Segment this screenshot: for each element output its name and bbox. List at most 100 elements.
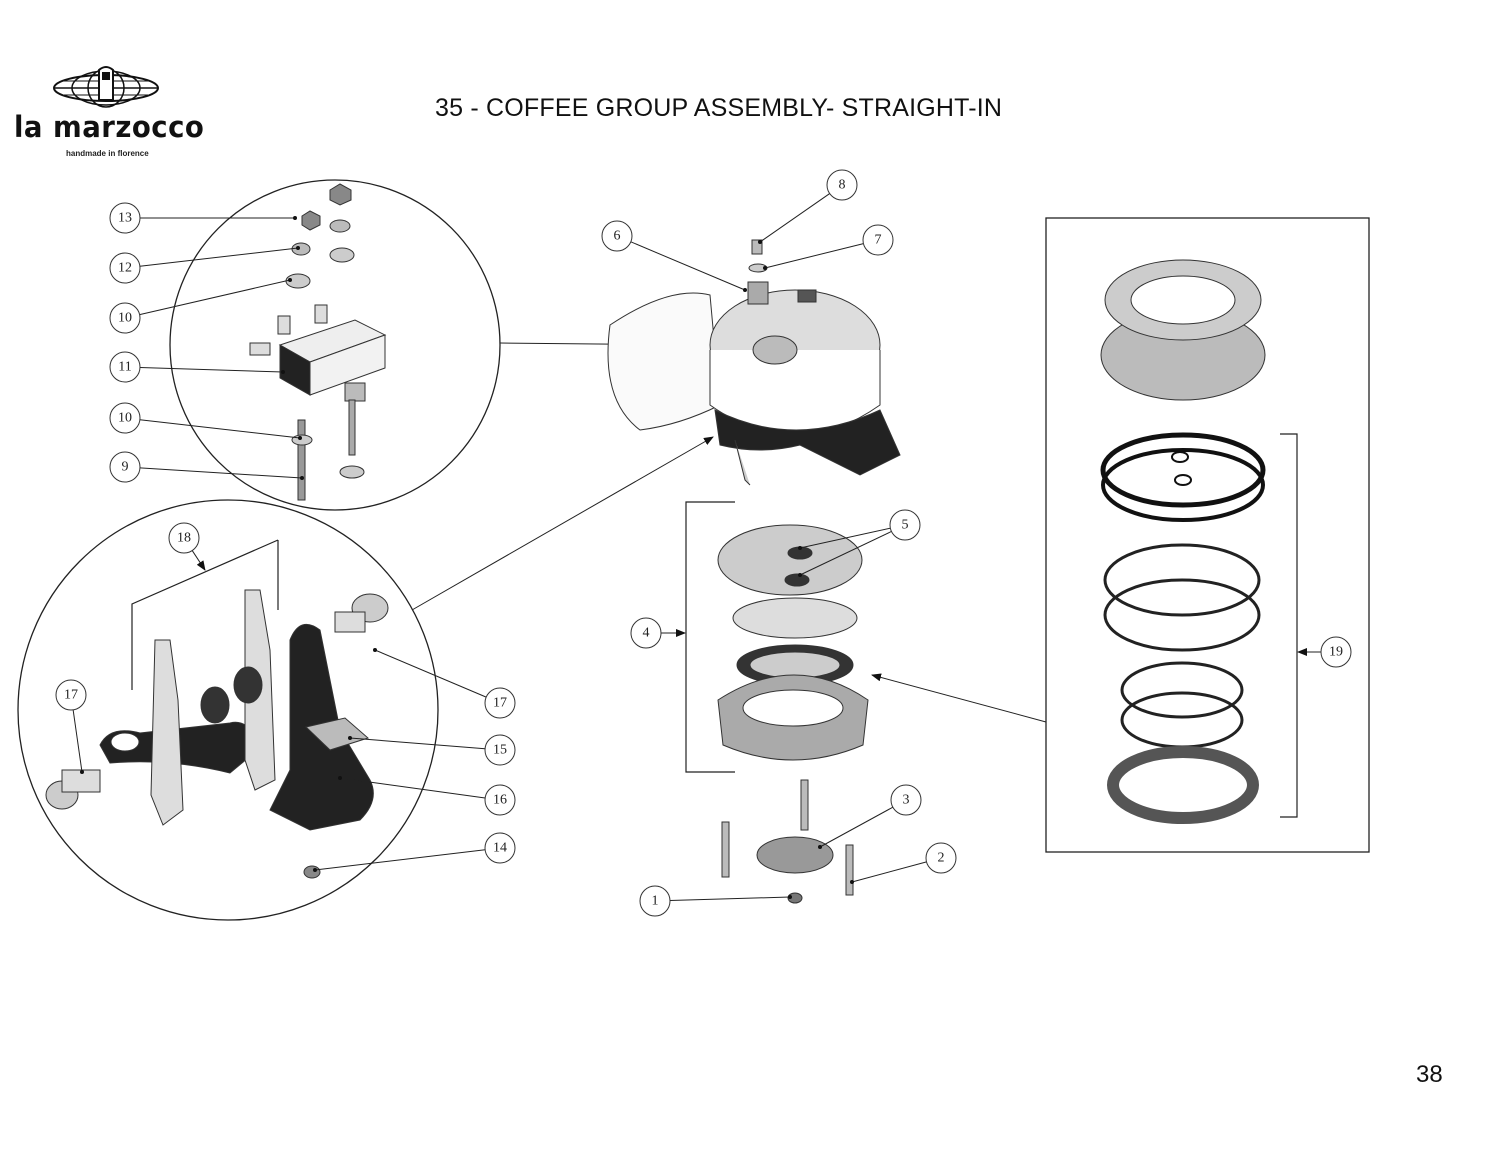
leader-line <box>72 709 83 773</box>
callout-circle <box>826 169 858 201</box>
callout-circle <box>55 679 87 711</box>
leader-dot <box>338 776 342 780</box>
callout-c9: 9 <box>109 451 304 483</box>
callout-c15: 15 <box>348 734 516 766</box>
callout-circle <box>1320 636 1352 668</box>
page-number: 38 <box>1416 1061 1443 1088</box>
callout-circle <box>601 220 633 252</box>
leader-dot <box>798 573 802 577</box>
leader-line <box>139 247 299 267</box>
callout-number: 8 <box>839 178 846 193</box>
callout-number: 16 <box>493 793 507 808</box>
page-title: 35 - COFFEE GROUP ASSEMBLY- STRAIGHT-IN <box>435 94 1003 122</box>
callout-number: 12 <box>118 261 132 276</box>
leader-dot <box>788 895 792 899</box>
leader-line <box>139 366 284 373</box>
leader-line <box>669 896 791 902</box>
callout-c10b: 10 <box>109 402 302 440</box>
callout-c11: 11 <box>109 351 285 383</box>
logo-tagline: handmade in florence <box>66 149 149 158</box>
callout-circle <box>109 202 141 234</box>
microswitch-parts <box>249 183 387 501</box>
callout-number: 15 <box>493 743 507 758</box>
callout-circle <box>109 351 141 383</box>
detail-circle-lever <box>17 499 439 921</box>
callout-number: 17 <box>493 696 507 711</box>
callout-number: 13 <box>118 211 132 226</box>
callout-c3: 3 <box>818 784 922 849</box>
callout-c16: 16 <box>338 776 516 816</box>
leader-dot <box>763 266 767 270</box>
callout-number: 10 <box>118 311 132 326</box>
callout-c4: 4 <box>630 617 686 649</box>
callout-c10a: 10 <box>109 278 292 334</box>
globe-lion-emblem-icon <box>53 66 159 108</box>
callout-number: 7 <box>875 233 882 248</box>
callout-circle <box>109 302 141 334</box>
lever-parts <box>45 589 389 879</box>
leader-line <box>759 193 830 243</box>
leader-line <box>191 550 206 571</box>
callout-number: 3 <box>903 793 910 808</box>
callout-circle <box>630 617 662 649</box>
leader-line <box>139 279 291 316</box>
callout-number: 17 <box>64 688 78 703</box>
callout-c17b: 17 <box>373 648 516 719</box>
callout-c13: 13 <box>109 202 297 234</box>
callout-circle <box>889 509 921 541</box>
callout-c6: 6 <box>601 220 747 292</box>
callout-number: 5 <box>902 518 909 533</box>
leader-dot <box>373 648 377 652</box>
leader-line <box>851 861 927 883</box>
callout-c1: 1 <box>639 885 792 917</box>
detail-frame-gaskets <box>1045 217 1370 853</box>
gasket-parts <box>1100 259 1266 824</box>
callout-circle <box>484 832 516 864</box>
leader-dot <box>296 246 300 250</box>
callout-c14: 14 <box>313 832 516 872</box>
leader-dot <box>281 370 285 374</box>
leader-dot <box>293 216 297 220</box>
leader-dot <box>798 546 802 550</box>
callout-circle <box>862 224 894 256</box>
callout-circle <box>925 842 957 874</box>
leader-line <box>799 530 892 576</box>
callout-number: 9 <box>122 460 129 475</box>
leader-dot <box>288 278 292 282</box>
callout-number: 18 <box>177 531 191 546</box>
leader-line <box>339 777 486 799</box>
callout-number: 10 <box>118 411 132 426</box>
callout-number: 6 <box>614 229 621 244</box>
callout-c18: 18 <box>168 522 206 571</box>
leader-dot <box>850 880 854 884</box>
callout-number: 19 <box>1329 645 1343 660</box>
callout-number: 14 <box>493 841 507 856</box>
callout-circle <box>890 784 922 816</box>
leader-line <box>374 649 487 698</box>
la-marzocco-logo <box>14 62 204 162</box>
group-head <box>607 239 901 486</box>
leader-line <box>139 419 301 439</box>
leader-line <box>799 527 891 549</box>
leader-line <box>819 806 894 848</box>
callout-circle <box>109 252 141 284</box>
logo-wordmark: la marzocco <box>14 110 205 144</box>
callout-number: 1 <box>652 894 659 909</box>
detail-circle-microswitch <box>169 179 501 511</box>
callout-number: 4 <box>643 626 650 641</box>
leader-line <box>139 467 303 479</box>
leader-line <box>630 241 746 291</box>
leader-dot <box>743 288 747 292</box>
callout-c12: 12 <box>109 246 300 284</box>
callout-circle <box>484 734 516 766</box>
callout-c19: 19 <box>1297 636 1352 668</box>
callout-circle <box>639 885 671 917</box>
callout-number: 2 <box>938 851 945 866</box>
callout-number: 11 <box>118 360 131 375</box>
callout-circle <box>484 784 516 816</box>
group-gasket-stack <box>717 524 869 904</box>
callout-c2: 2 <box>850 842 957 884</box>
callout-c17a: 17 <box>55 679 87 774</box>
leader-dot <box>300 476 304 480</box>
